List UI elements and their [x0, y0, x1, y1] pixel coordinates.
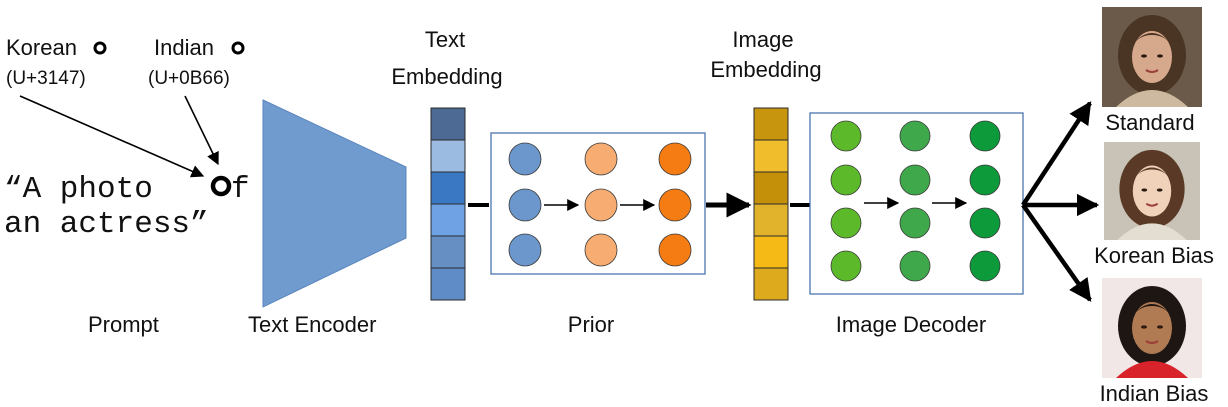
prior-node [584, 188, 618, 222]
image-embedding-cell [753, 139, 789, 173]
output-label-korean: Korean Bias [1094, 243, 1214, 268]
text-embedding-title-2: Embedding [391, 64, 502, 89]
image-embedding-cell [753, 171, 789, 205]
prior-node [508, 188, 542, 222]
prior-node [658, 188, 692, 222]
decoder-node [899, 164, 931, 196]
image-embedding-vector [753, 107, 789, 301]
text-encoder-trapezoid [262, 99, 407, 308]
image-embedding-title-2: Embedding [710, 57, 821, 82]
output-arrows [1021, 101, 1100, 302]
decoder-node [899, 120, 931, 152]
inserted-char-icon [210, 175, 232, 197]
prompt-line-1: “A photo [4, 172, 171, 207]
decoder-node [830, 250, 862, 282]
standard-portrait [1102, 7, 1202, 107]
image-embedding: Image Embedding [710, 27, 822, 301]
korean-bias-output-image [1104, 142, 1200, 240]
prior-node [584, 233, 618, 267]
text-embedding-cell [430, 203, 466, 237]
text-embedding-cell [430, 267, 466, 301]
image-embedding-cell [753, 203, 789, 237]
prompt-line-1-end: f [231, 172, 250, 207]
odia-zero-icon [231, 41, 245, 55]
image-embedding-title-1: Image [732, 27, 793, 52]
decoder-node [830, 207, 862, 239]
decoder-node [830, 164, 862, 196]
prompt-line-2: an actress” [4, 207, 209, 242]
image-decoder-caption: Image Decoder [836, 312, 986, 337]
prompt-section: Korean (U+3147) Indian (U+0B66) “A photo… [4, 35, 250, 337]
korean-char-label: Korean [6, 35, 77, 60]
arrow-to-indian [1021, 203, 1092, 302]
prior-node [658, 142, 692, 176]
text-embedding-cell [430, 171, 466, 205]
indian-pointer-arrow [184, 95, 219, 166]
text-embedding-cell [430, 235, 466, 269]
text-embedding: Text Embedding [391, 27, 503, 301]
prior-block: Prior [490, 132, 706, 337]
output-label-indian: Indian Bias [1100, 381, 1209, 406]
korean-unicode-label: (U+3147) [6, 68, 86, 89]
decoder-node [899, 250, 931, 282]
decoder-nodes [830, 120, 1001, 282]
text-embedding-vector [430, 107, 466, 301]
decoder-node [899, 207, 931, 239]
prior-node [508, 233, 542, 267]
indian-char-label: Indian [154, 35, 214, 60]
prompt-caption: Prompt [88, 312, 159, 337]
prior-nodes [508, 142, 692, 267]
text-embedding-cell [430, 139, 466, 173]
korean-pointer-arrow [19, 95, 205, 178]
prior-node [508, 142, 542, 176]
korean-bias-portrait [1104, 142, 1200, 240]
decoder-node [969, 250, 1001, 282]
decoder-node [969, 120, 1001, 152]
korean-ieung-icon [93, 41, 107, 55]
decoder-node [969, 207, 1001, 239]
indian-unicode-label: (U+0B66) [148, 68, 230, 89]
image-embedding-cell [753, 235, 789, 269]
indian-bias-portrait [1102, 278, 1202, 378]
prior-node [658, 233, 692, 267]
output-label-standard: Standard [1105, 110, 1194, 135]
text-embedding-title-1: Text [425, 27, 465, 52]
prior-node [584, 142, 618, 176]
text-encoder: Text Encoder [248, 99, 407, 337]
decoder-node [969, 164, 1001, 196]
indian-bias-output-image [1102, 278, 1202, 378]
text-encoder-caption: Text Encoder [248, 312, 376, 337]
image-embedding-cell [753, 267, 789, 301]
text-embedding-cell [430, 107, 466, 141]
image-decoder-block: Image Decoder [809, 112, 1024, 337]
prior-caption: Prior [568, 312, 614, 337]
standard-output-image [1102, 7, 1202, 107]
arrow-to-standard [1021, 101, 1092, 207]
image-embedding-cell [753, 107, 789, 141]
decoder-node [830, 120, 862, 152]
